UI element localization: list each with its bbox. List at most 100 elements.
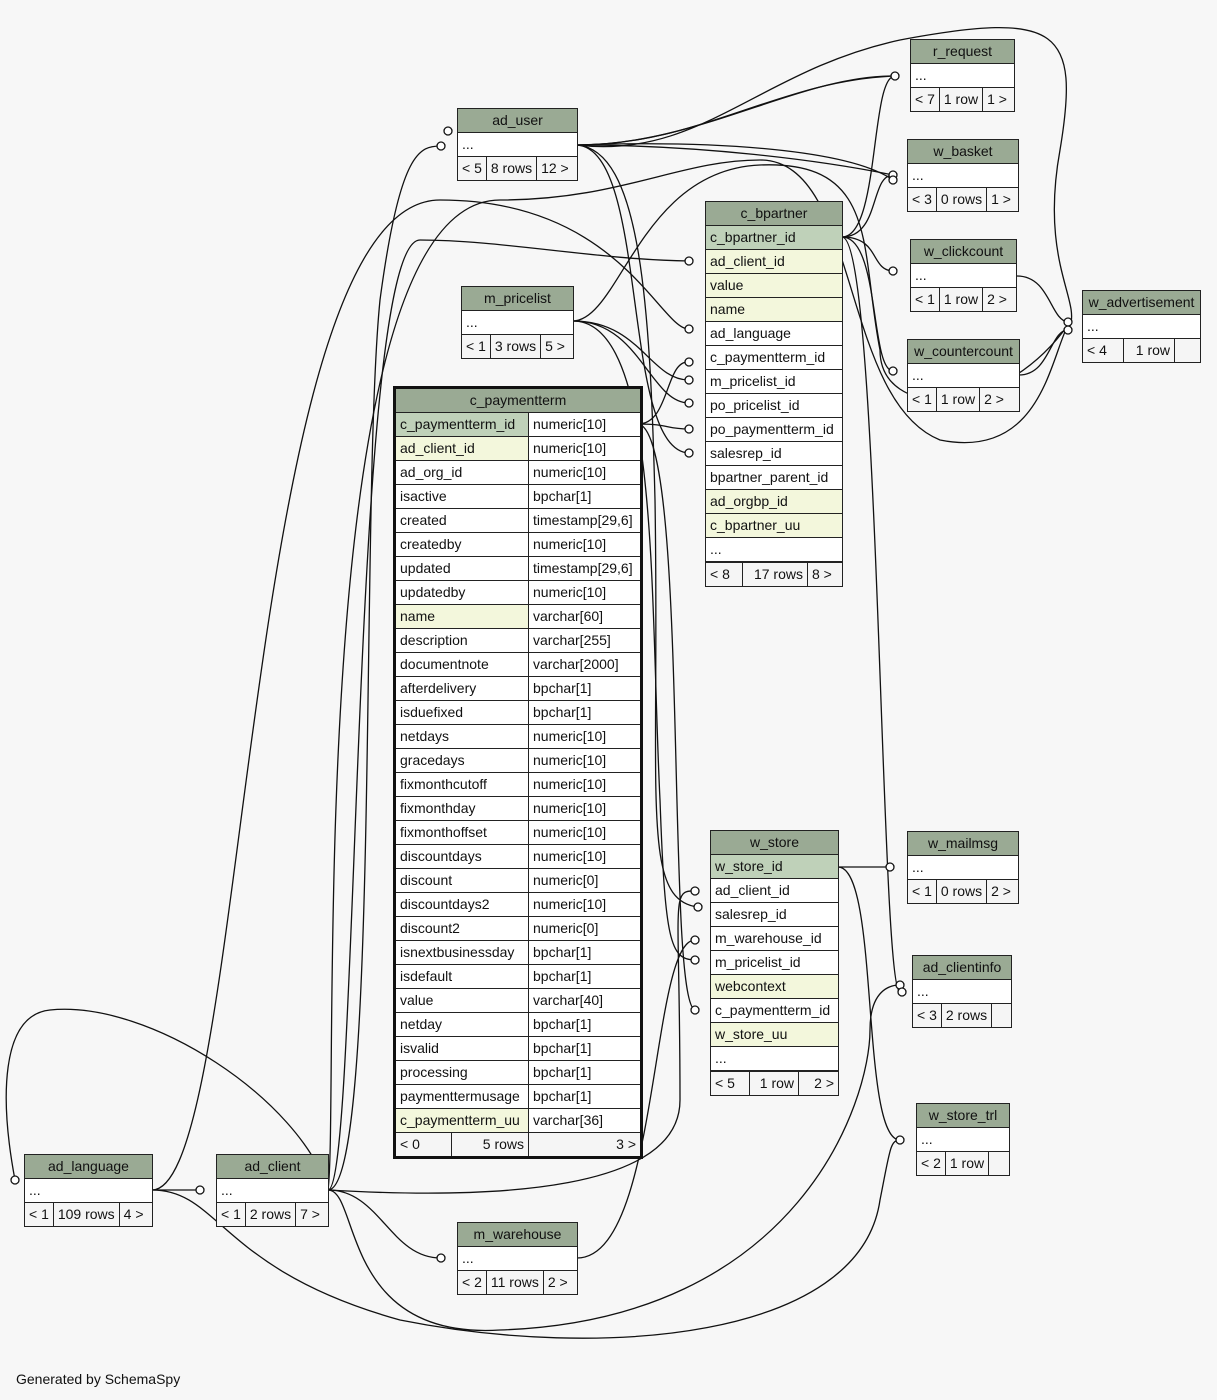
table-ad_user[interactable]: ad_user ... < 5 8 rows 12 >: [457, 108, 578, 181]
table-footer: < 5 8 rows 12 >: [458, 157, 577, 180]
parents-count: < 5: [458, 157, 487, 180]
table-w_clickcount[interactable]: w_clickcount ... < 1 1 row 2 >: [910, 239, 1017, 312]
table-m_pricelist[interactable]: m_pricelist ... < 1 3 rows 5 >: [461, 286, 574, 359]
parents-count: < 4: [1083, 339, 1124, 362]
column-name: m_pricelist_id: [710, 373, 796, 389]
column-name: c_paymentterm_id: [396, 413, 529, 436]
table-w_store[interactable]: w_store w_store_id ad_client_id salesrep…: [710, 830, 839, 1096]
table-footer: < 4 1 row: [1083, 339, 1200, 362]
column-type: numeric[10]: [533, 800, 607, 816]
table-header: ad_user: [458, 109, 577, 133]
table-row: ...: [1083, 315, 1200, 339]
column-name: ad_orgbp_id: [710, 493, 788, 509]
table-r_request[interactable]: r_request ... < 7 1 row 1 >: [910, 39, 1015, 112]
table-ad_client[interactable]: ad_client ... < 1 2 rows 7 >: [216, 1154, 329, 1227]
row-count: 2 rows: [942, 1004, 993, 1027]
edge-ad_user-bpartner-salesrep: [576, 144, 690, 454]
column-name: isnextbusinessday: [396, 941, 529, 964]
table-row: w_store_id: [711, 855, 838, 879]
table-row: po_pricelist_id: [706, 394, 842, 418]
row-count: 3 rows: [491, 335, 542, 358]
column-name: ad_language: [710, 325, 791, 341]
table-footer: < 1 3 rows 5 >: [462, 335, 573, 358]
table-footer: < 1 2 rows 7 >: [217, 1203, 328, 1226]
column-name: ad_org_id: [396, 461, 529, 484]
table-w_mailmsg[interactable]: w_mailmsg ... < 1 0 rows 2 >: [907, 831, 1019, 904]
row-count: 8 rows: [487, 157, 538, 180]
row-count: 1 row: [946, 1152, 990, 1175]
parents-count: < 1: [217, 1203, 246, 1226]
column-name: salesrep_id: [710, 445, 782, 461]
edge-bp-countercount: [841, 236, 894, 372]
column-name: c_paymentterm_id: [710, 349, 826, 365]
column-name: w_store_id: [715, 858, 783, 874]
parents-count: < 7: [911, 88, 940, 111]
column-type: numeric[10]: [533, 536, 607, 552]
column-type: varchar[2000]: [533, 656, 619, 672]
table-row: ...: [217, 1179, 328, 1203]
table-m_warehouse[interactable]: m_warehouse ... < 2 11 rows 2 >: [457, 1222, 578, 1295]
table-c_bpartner[interactable]: c_bpartner c_bpartner_id ad_client_id va…: [705, 201, 843, 587]
table-ad_language[interactable]: ad_language ... < 1 109 rows 4 >: [24, 1154, 153, 1227]
edge-bp-clickcount: [841, 236, 894, 272]
table-row: ad_client_id: [711, 879, 838, 903]
table-footer: < 7 1 row 1 >: [911, 88, 1014, 111]
column-name: description: [396, 629, 529, 652]
column-name: isdefault: [396, 965, 529, 988]
column-name: gracedays: [396, 749, 529, 772]
table-row: po_paymentterm_id: [706, 418, 842, 442]
column-name: ad_client_id: [710, 253, 785, 269]
parents-count: < 1: [911, 288, 940, 311]
table-footer: < 1 1 row 2 >: [911, 288, 1016, 311]
column-name: ...: [462, 1250, 474, 1266]
column-type: bpchar[1]: [533, 944, 592, 960]
column-name: processing: [396, 1061, 529, 1084]
column-name: ...: [462, 136, 474, 152]
table-footer: < 3 2 rows: [913, 1004, 1011, 1027]
parents-count: < 3: [913, 1004, 942, 1027]
column-type: numeric[10]: [533, 584, 607, 600]
children-count: 2 >: [991, 883, 1011, 899]
row-count: 109 rows: [54, 1203, 120, 1226]
column-name: c_bpartner_uu: [710, 517, 801, 533]
table-header: m_pricelist: [462, 287, 573, 311]
column-name: ...: [466, 314, 478, 330]
children-count: 1 >: [991, 191, 1011, 207]
row-count: 1 row: [1124, 339, 1175, 362]
edge-wstore-trl: [837, 866, 901, 1141]
table-header: ad_language: [25, 1155, 152, 1179]
column-name: fixmonthcutoff: [396, 773, 529, 796]
children-count: [989, 1152, 997, 1175]
edge-bp-rrequest: [841, 75, 896, 238]
table-ad_clientinfo[interactable]: ad_clientinfo ... < 3 2 rows: [912, 955, 1012, 1028]
edge-pricelist-bp-po: [572, 320, 690, 404]
column-name: po_paymentterm_id: [710, 421, 834, 437]
children-count: 2 >: [987, 291, 1007, 307]
column-name: netdays: [396, 725, 529, 748]
column-name: ...: [715, 1050, 727, 1066]
column-name: value: [396, 989, 529, 1012]
column-type: varchar[36]: [533, 1112, 604, 1128]
table-w_advertisement[interactable]: w_advertisement ... < 4 1 row: [1082, 290, 1201, 363]
table-w_store_trl[interactable]: w_store_trl ... < 2 1 row: [916, 1103, 1010, 1176]
table-w_countercount[interactable]: w_countercount ... < 1 1 row 2 >: [907, 339, 1020, 412]
column-name: ...: [1087, 318, 1099, 334]
table-w_basket[interactable]: w_basket ... < 3 0 rows 1 >: [907, 139, 1019, 212]
column-name: updated: [396, 557, 529, 580]
row-count: 0 rows: [937, 880, 988, 903]
parents-count: < 2: [917, 1152, 946, 1175]
row-count: 17 rows: [743, 563, 808, 586]
column-name: fixmonthoffset: [396, 821, 529, 844]
table-row: c_paymentterm_id: [711, 999, 838, 1023]
parents-count: < 1: [908, 388, 937, 411]
